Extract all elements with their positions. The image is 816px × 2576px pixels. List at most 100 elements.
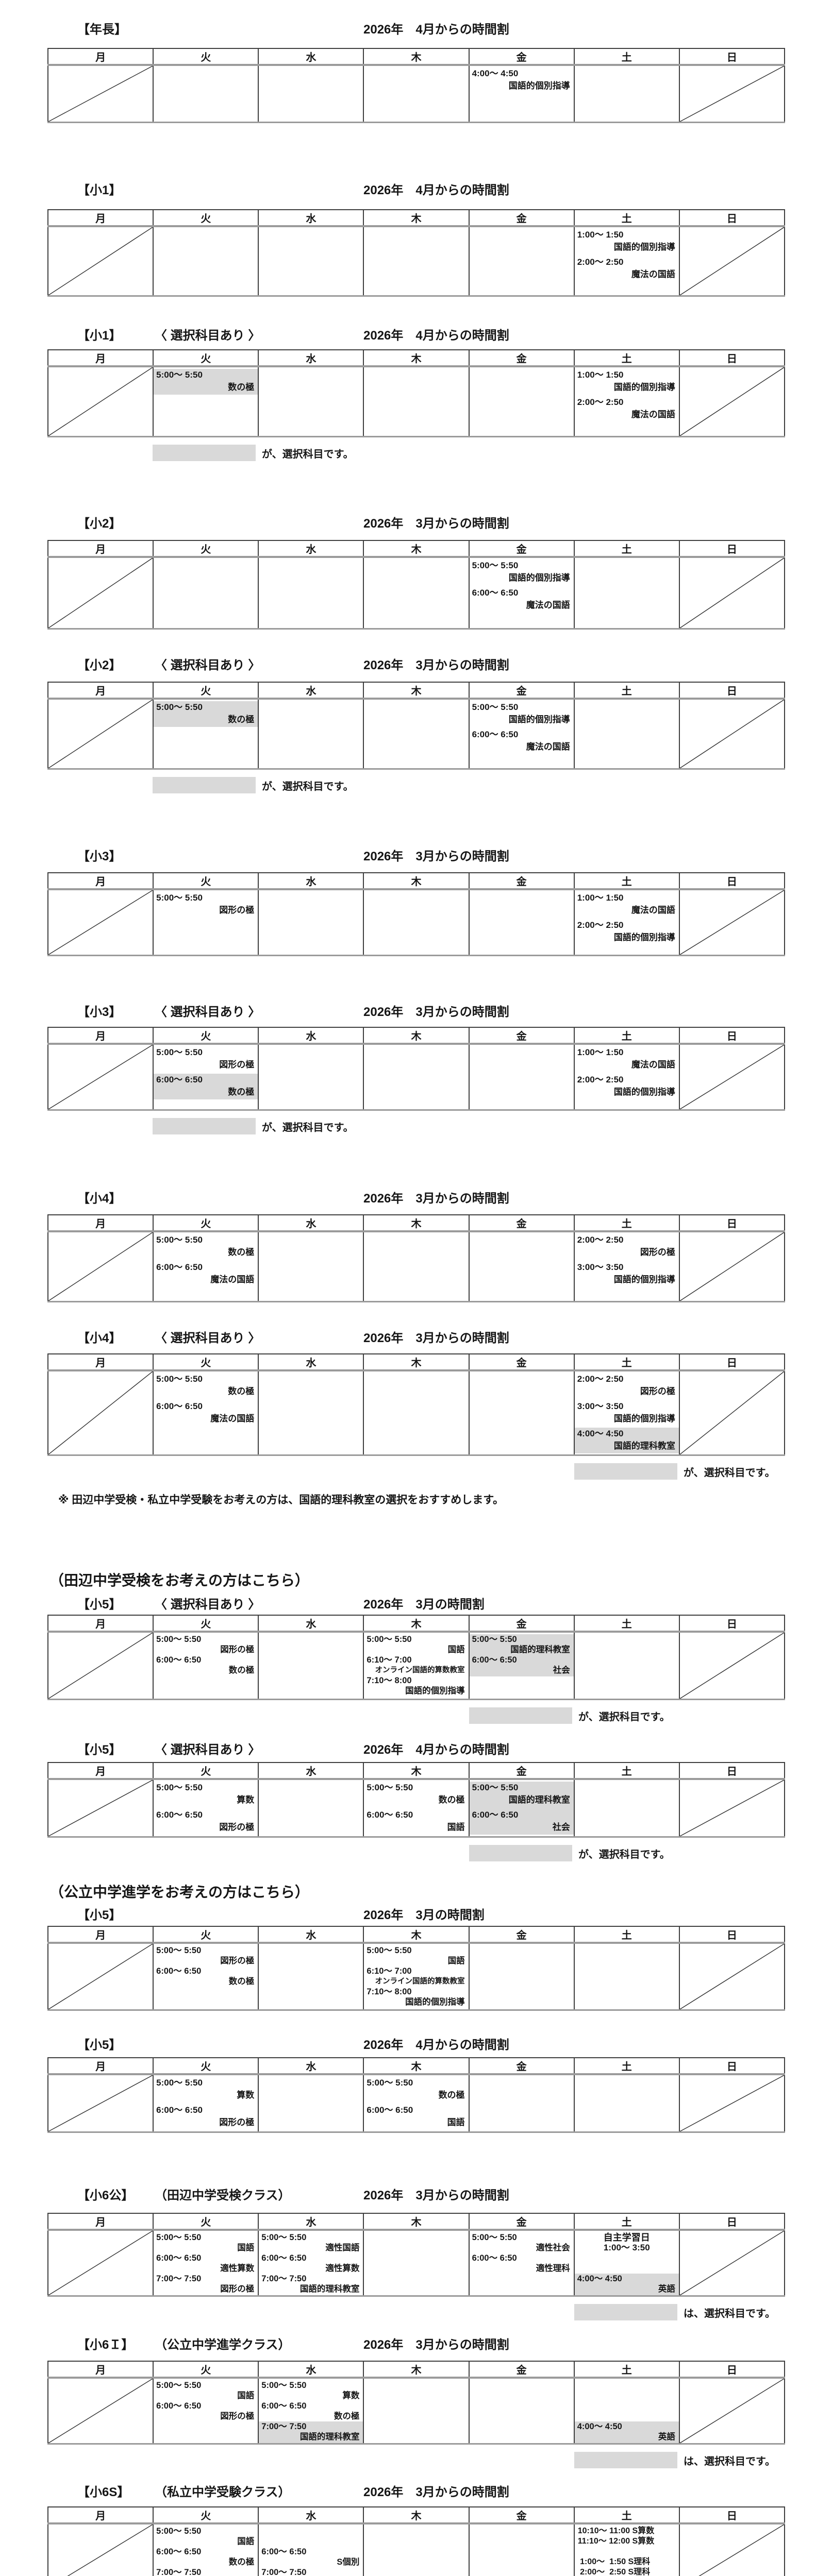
schedule-cell-sun [678,2378,785,2444]
day-header-row: 月火水木金土日 [48,1027,785,1045]
elective-legend: が、選択科目です。 [469,1845,816,1861]
lesson-subject: 数の極 [228,1386,255,1396]
section-title: 【小6S】（私立中学受験クラス）2026年 3月からの時間割 [0,2485,816,2500]
lesson-time: 4:00～ 4:50 [577,2274,622,2283]
diagonal-slash [48,2231,153,2295]
day-header-cell: 金 [468,2213,574,2231]
day-header-cell: 水 [258,2213,364,2231]
day-header-cell: 水 [258,48,364,66]
schedule-cell-thu [363,366,469,437]
schedule-cell-thu [363,1370,469,1455]
diagonal-slash [680,1045,784,1109]
day-header-cell: 火 [153,1027,259,1045]
variant-label: （私立中学受験クラス） [155,2485,291,2499]
schedule-cell-wed [258,1231,364,1302]
schedule-cell-sat [573,65,679,123]
lesson-time: 1:00～ 1:50 [577,230,624,240]
day-header-row: 月火水木金土日 [48,210,785,227]
diagonal-slash [48,1371,153,1454]
schedule-cell-fri [468,1943,574,2010]
day-header-cell: 金 [468,48,574,66]
date-title: 2026年 3月からの時間割 [363,2189,509,2202]
elective-legend: が、選択科目です。 [153,1118,816,1134]
schedule-cell-thu [363,1044,469,1110]
lesson-time: 5:00～ 5:50 [156,2527,202,2536]
day-header-cell: 月 [48,1926,154,1944]
lesson-time: 6:00～ 6:50 [156,1967,202,1976]
schedule-cell-thu [363,2230,469,2296]
day-header-cell: 土 [573,2361,679,2379]
day-header-row: 月火水木金土日 [48,2058,785,2075]
day-header-cell: 土 [573,1762,679,1780]
day-header-cell: 火 [153,1762,259,1780]
day-header-cell: 月 [48,540,154,558]
diagonal-slash [680,1633,784,1699]
lesson-subject: 魔法の国語 [210,1275,255,1284]
day-header-cell: 木 [363,2361,469,2379]
day-header-cell: 水 [258,1027,364,1045]
lesson-time: 5:00～ 5:50 [367,1783,413,1792]
day-header-cell: 火 [153,210,259,227]
day-header-cell: 金 [468,2058,574,2075]
elective-note-text: は、選択科目です。 [684,2308,775,2319]
diagonal-slash [680,700,784,768]
day-header-cell: 水 [258,540,364,558]
lesson-time: 5:00～ 5:50 [472,561,519,570]
diagonal-slash [680,66,784,122]
lesson-subject: 数の極 [438,1795,465,1805]
day-header-cell: 火 [153,350,259,367]
day-header-cell: 水 [258,873,364,890]
schedule-cell-fri [468,1044,574,1110]
lesson-time: 5:00～ 5:50 [156,1235,203,1245]
day-header-cell: 金 [468,873,574,890]
schedule-cell-mon [48,1044,153,1110]
schedule-cell-tue [153,226,259,296]
lesson-time: 3:00～ 3:50 [577,1401,624,1411]
lesson-time: 1:00～ 1:50 [577,1047,624,1057]
day-header-cell: 月 [48,1215,154,1232]
day-header-cell: 土 [573,350,679,367]
lesson-subject: 魔法の国語 [210,1414,255,1423]
lesson-time: 6:00～ 6:50 [472,1655,517,1665]
elective-swatch [574,2304,677,2320]
grade-label: 【小2】 [77,658,122,672]
recommendation-note: ※ 田辺中学受検・私立中学受験をお考えの方は、国語的理科教室の選択をおすすめしま… [58,1494,504,1506]
variant-label: 〈 選択科目あり 〉 [155,1005,261,1019]
diagonal-slash [680,2231,784,2295]
schedule-cell-tue [153,557,259,629]
